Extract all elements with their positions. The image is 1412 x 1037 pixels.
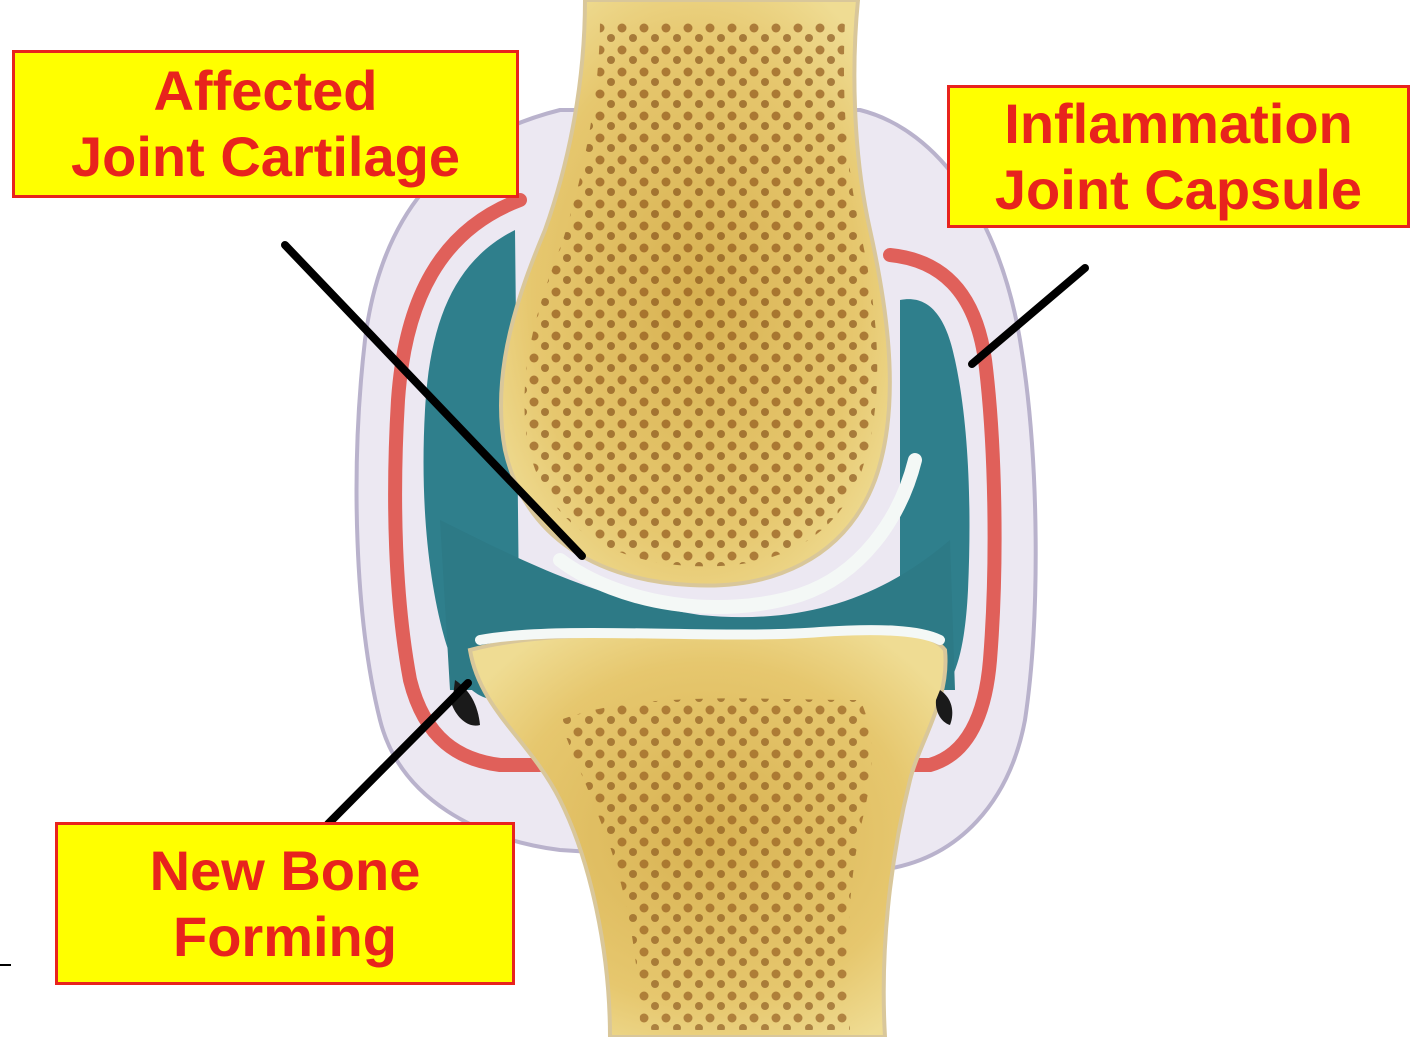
label-line: Joint Capsule [995,157,1362,223]
label-line: Joint Cartilage [71,124,460,190]
label-affected-joint-cartilage: Affected Joint Cartilage [12,50,519,198]
label-new-bone-forming: New Bone Forming [55,822,515,985]
label-line: Affected [153,58,377,124]
label-line: Inflammation [1004,91,1352,157]
edge-tick-mark [0,964,11,966]
label-line: Forming [173,904,397,970]
label-line: New Bone [150,838,421,904]
label-inflammation-joint-capsule: Inflammation Joint Capsule [947,85,1410,228]
